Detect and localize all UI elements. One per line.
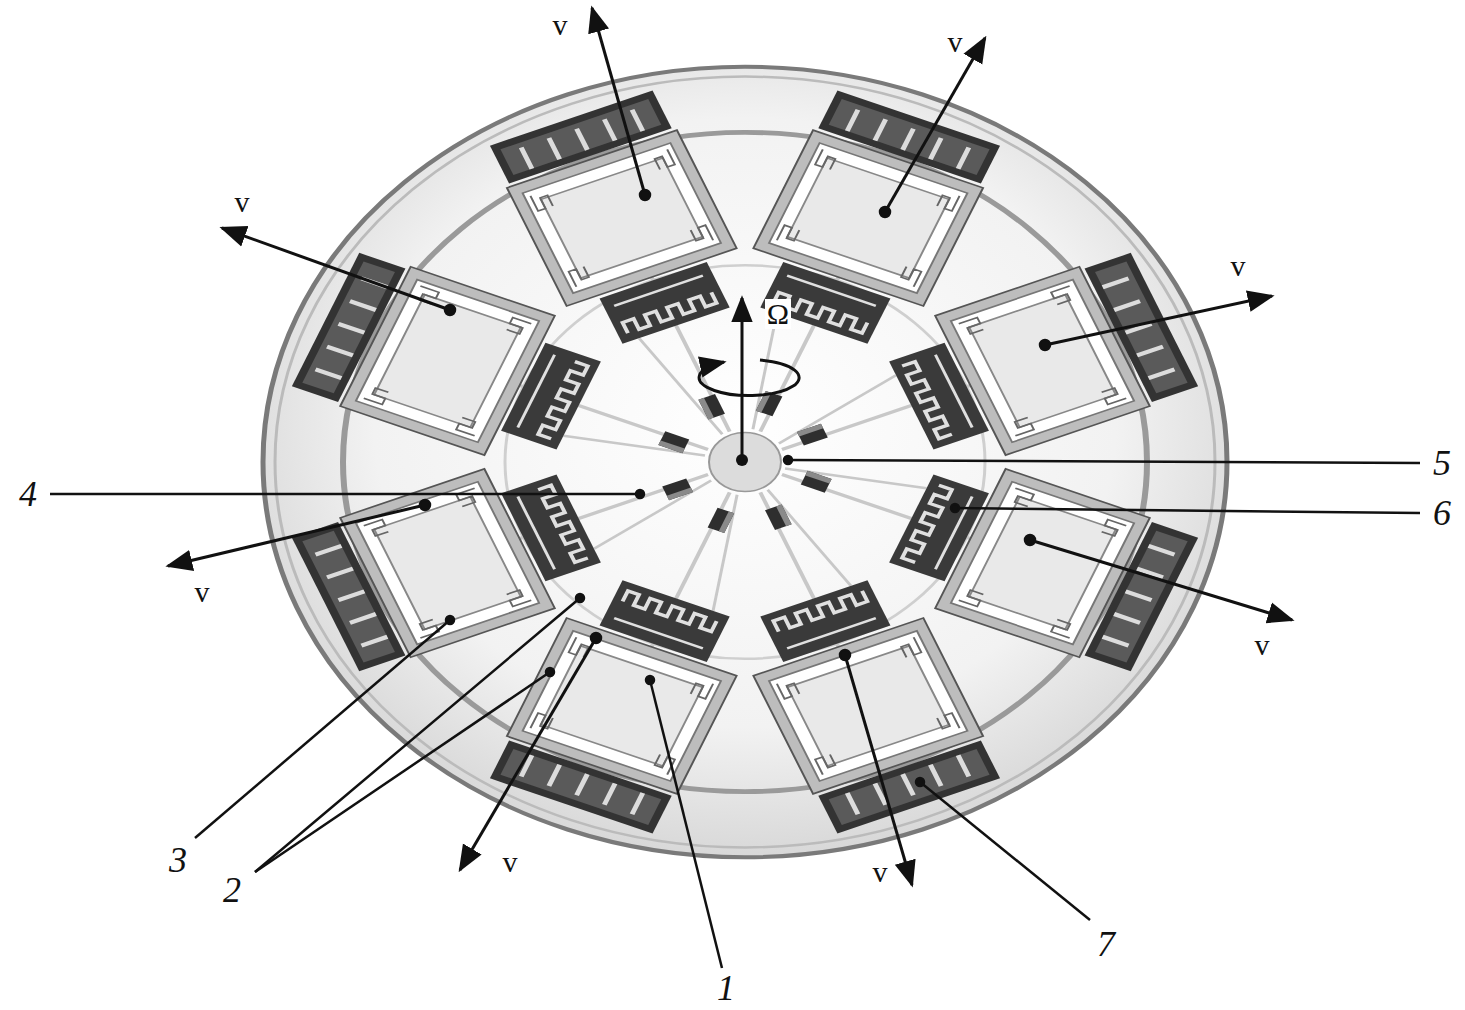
callout-number: 3	[169, 842, 187, 878]
velocity-label: v	[235, 187, 250, 217]
velocity-label: v	[1255, 630, 1270, 660]
velocity-label: v	[1231, 251, 1246, 281]
velocity-label: v	[873, 857, 888, 887]
callout-number: 2	[223, 872, 241, 908]
velocity-label: v	[503, 847, 518, 877]
callout-number: 1	[717, 970, 735, 1006]
velocity-label: v	[195, 577, 210, 607]
velocity-arrows	[168, 8, 1292, 885]
velocity-label: v	[948, 27, 963, 57]
velocity-label: v	[553, 10, 568, 40]
callout-number: 4	[19, 476, 37, 512]
callout-number: 5	[1433, 445, 1451, 481]
callout-number: 6	[1433, 495, 1451, 531]
rotation-axis	[699, 298, 799, 460]
angular-rate-label: Ω	[765, 299, 791, 329]
leader-lines	[50, 190, 1420, 968]
callout-number: 7	[1097, 926, 1115, 962]
